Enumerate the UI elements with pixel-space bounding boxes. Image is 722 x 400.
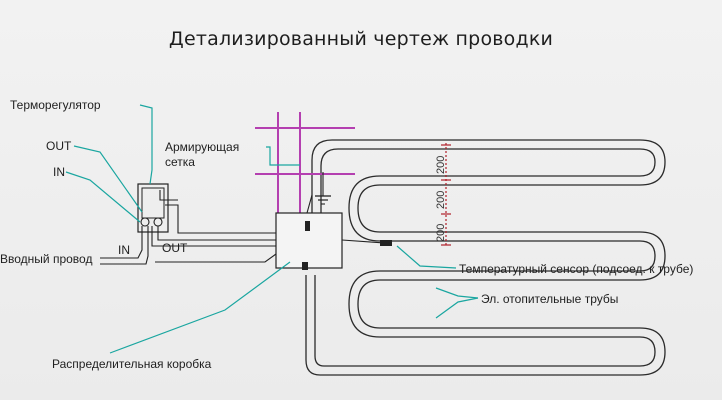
leader-pipes-2 [435, 297, 479, 319]
junction-terminal-bottom [302, 262, 308, 270]
dimension-label-1: 200 [435, 155, 447, 174]
label-mesh-line1: Армирующая [165, 140, 240, 154]
leader-in [65, 171, 141, 223]
junction-terminal-top [305, 221, 310, 231]
leader-out [73, 145, 143, 213]
label-junction-box: Распределительная коробка [52, 357, 212, 371]
sensor-icon [380, 240, 392, 246]
label-out-top: OUT [46, 139, 72, 153]
thermostat-linkage [159, 190, 178, 201]
label-out-bottom: OUT [162, 241, 188, 255]
ground-symbol-icon [315, 172, 331, 205]
dimension-label-2: 200 [435, 190, 447, 209]
thermostat-terminal-out [153, 217, 163, 227]
label-temp-sensor: Температурный сенсор (подсоед. к трубе) [459, 262, 694, 276]
leader-junction-box [109, 261, 291, 354]
thermostat-terminal-in [140, 217, 150, 227]
label-in-bottom: IN [118, 243, 130, 257]
heating-pipe-outer [305, 139, 666, 376]
label-in-top: IN [53, 165, 65, 179]
thermostat-inner [141, 187, 165, 219]
leader-sensor [396, 245, 457, 269]
dimension-label-3: 200 [435, 223, 447, 242]
label-heating-pipes: Эл. отопительные трубы [481, 292, 619, 306]
reinforcing-mesh [255, 112, 355, 215]
heating-pipe-inner [314, 148, 656, 367]
leader-mesh [266, 146, 300, 166]
label-supply-wire: Вводный провод [0, 252, 93, 266]
leader-pipes-1 [435, 287, 479, 299]
label-thermoregulator: Терморегулятор [10, 98, 101, 112]
wiring [100, 194, 386, 265]
label-mesh-line2: сетка [165, 155, 195, 169]
leader-thermoregulator [139, 104, 153, 185]
page-title: Детализированный чертеж проводки [168, 28, 554, 50]
dimension-ticks [441, 144, 451, 246]
thermostat-body [137, 183, 169, 233]
